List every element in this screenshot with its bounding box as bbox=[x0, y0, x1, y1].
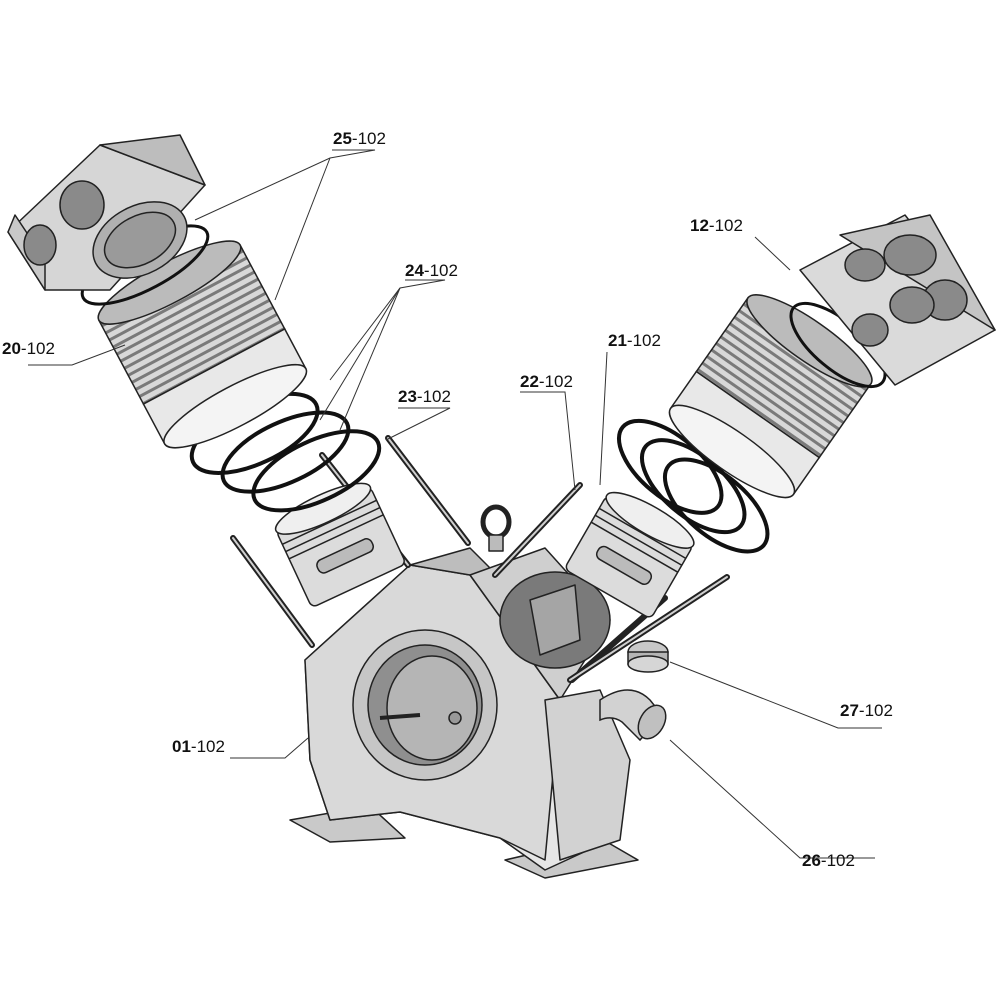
crankcase bbox=[289, 504, 639, 879]
callout-25-102: 25-102 bbox=[333, 129, 386, 148]
callout-23-102: 23-102 bbox=[398, 387, 451, 406]
callout-24-102: 24-102 bbox=[405, 261, 458, 280]
left-cylinder-head bbox=[7, 134, 206, 291]
callout-22-102: 22-102 bbox=[520, 372, 573, 391]
right-cylinder-head bbox=[799, 214, 996, 386]
leader-lines bbox=[28, 149, 882, 859]
right-piston bbox=[565, 491, 695, 618]
callout-01-102: 01-102 bbox=[172, 737, 225, 756]
right-cylinder bbox=[668, 294, 873, 499]
left-cylinder bbox=[97, 240, 308, 449]
callout-21-102: 21-102 bbox=[608, 331, 661, 350]
callout-26-102: 26-102 bbox=[802, 851, 855, 870]
left-piston bbox=[274, 482, 405, 607]
elbow-fitting bbox=[599, 689, 667, 742]
callout-20-102: 20-102 bbox=[2, 339, 55, 358]
callout-27-102: 27-102 bbox=[840, 701, 893, 720]
callout-12-102: 12-102 bbox=[690, 216, 743, 235]
breather-valve bbox=[627, 640, 669, 673]
piston-rings-right bbox=[616, 418, 770, 554]
